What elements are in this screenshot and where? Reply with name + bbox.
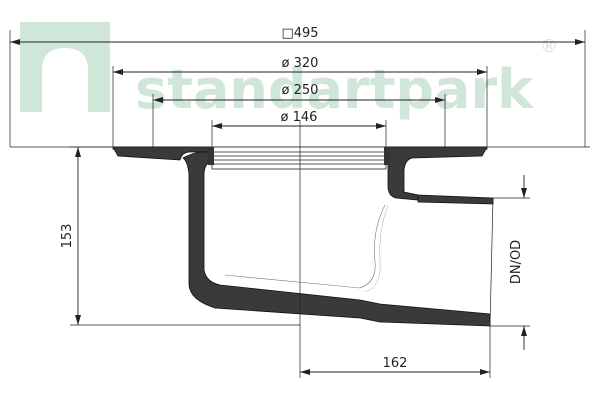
dim-dia-outer: ø 320 bbox=[112, 56, 488, 150]
drain-body-section bbox=[112, 146, 494, 327]
watermark-brand: standartpark bbox=[135, 58, 534, 121]
outlet-label: DN/OD bbox=[509, 240, 524, 284]
dia-inner-label: ø 146 bbox=[281, 110, 318, 125]
registered-mark: ® bbox=[540, 36, 558, 57]
watermark-logo: standartpark ® bbox=[20, 22, 558, 121]
dim-frame-size: □495 bbox=[9, 26, 586, 147]
dim-dia-inner: ø 146 bbox=[211, 110, 387, 150]
dim-dia-middle: ø 250 bbox=[152, 83, 446, 147]
dim-outlet-offset: 162 bbox=[300, 326, 491, 378]
height-label: 153 bbox=[60, 224, 75, 249]
outlet-offset-label: 162 bbox=[383, 356, 408, 371]
dim-outlet: DN/OD bbox=[490, 175, 530, 350]
dia-outer-label: ø 320 bbox=[282, 56, 319, 71]
frame-size-label: □495 bbox=[281, 26, 318, 41]
logo-arch-icon bbox=[20, 22, 110, 112]
dim-height: 153 bbox=[60, 146, 300, 326]
dia-middle-label: ø 250 bbox=[282, 83, 319, 98]
